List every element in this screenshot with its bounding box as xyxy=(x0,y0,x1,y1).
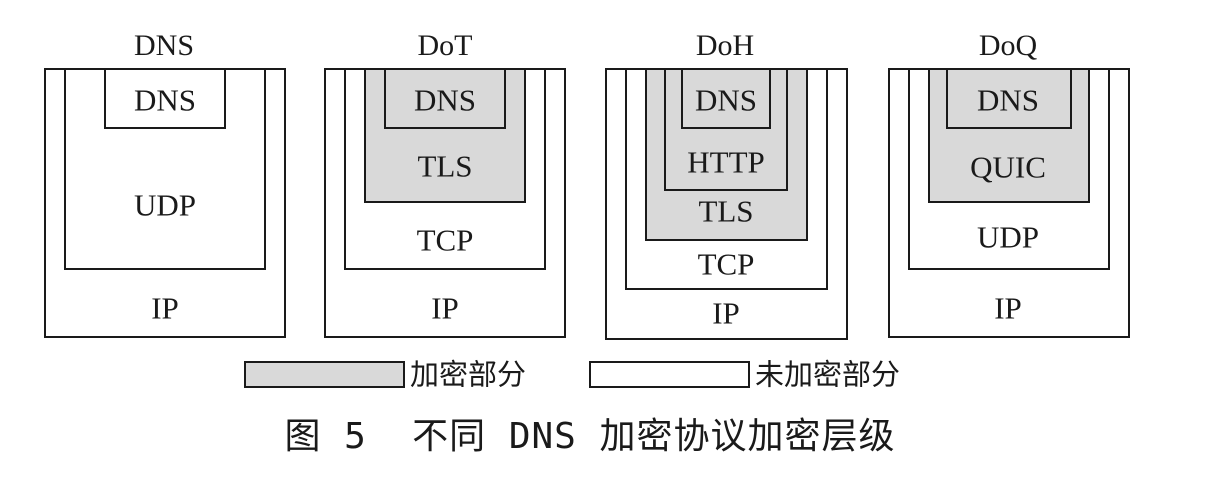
stack-title: DoH xyxy=(695,29,755,62)
layer-label-ip: IP xyxy=(712,295,740,331)
stack-title: DoQ xyxy=(978,29,1038,62)
layer-label-udp: UDP xyxy=(976,219,1040,255)
layer-label-ip: IP xyxy=(994,290,1022,326)
layer-label-dns: DNS xyxy=(694,82,758,118)
legend-label-unencrypted: 未加密部分 xyxy=(755,357,901,392)
layer-label-tcp: TCP xyxy=(697,246,755,282)
stack-title: DoT xyxy=(417,29,473,62)
layer-label-dns: DNS xyxy=(133,82,197,118)
layer-label-tls: TLS xyxy=(698,193,754,229)
legend-swatch-encrypted xyxy=(244,361,405,388)
layer-dns-box xyxy=(946,68,1072,129)
layer-label-dns: DNS xyxy=(976,82,1040,118)
layer-dns-box xyxy=(384,68,506,129)
stack-title: DNS xyxy=(133,29,195,62)
layer-dns-box xyxy=(104,68,226,129)
legend-swatch-unencrypted xyxy=(589,361,750,388)
layer-label-ip: IP xyxy=(431,290,459,326)
legend-label-encrypted: 加密部分 xyxy=(410,357,527,392)
layer-label-ip: IP xyxy=(151,290,179,326)
layer-label-tls: TLS xyxy=(417,148,473,184)
layer-label-dns: DNS xyxy=(413,82,477,118)
layer-dns-box xyxy=(681,68,771,129)
layer-label-tcp: TCP xyxy=(416,222,474,258)
layer-label-udp: UDP xyxy=(133,187,197,223)
figure-caption: 图 5 不同 DNS 加密协议加密层级 xyxy=(284,416,896,457)
layer-label-http: HTTP xyxy=(687,144,765,180)
layer-label-quic: QUIC xyxy=(970,149,1046,185)
